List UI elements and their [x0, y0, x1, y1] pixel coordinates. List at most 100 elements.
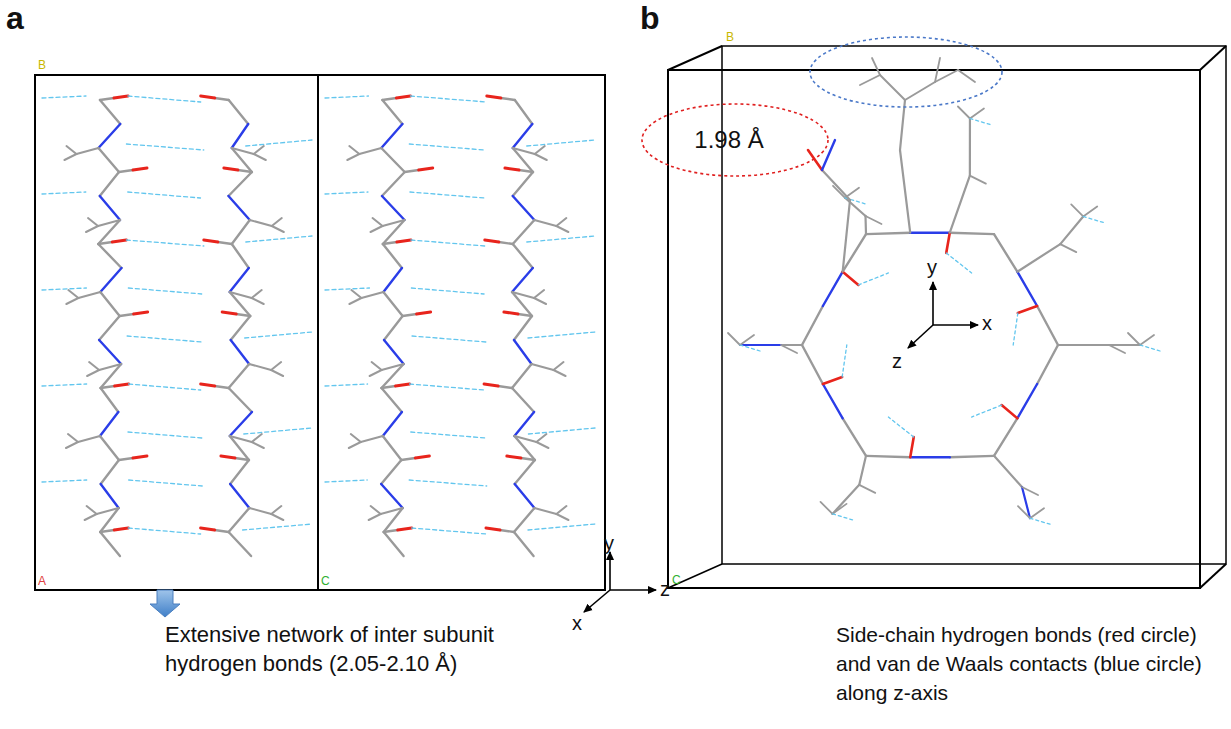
panel-letter: a: [6, 0, 24, 37]
bond-stick: [843, 200, 850, 272]
bond-stick: [228, 172, 251, 196]
bond-stick: [231, 316, 251, 340]
bond-stick: [950, 176, 970, 233]
hbond-circle: 1.98 Å: [640, 102, 830, 178]
bond-stick: [833, 504, 847, 514]
bond-stick: [78, 292, 100, 298]
hydrogen-bond: [129, 384, 201, 390]
axis-label: z: [892, 350, 902, 373]
bond-stick: [238, 170, 252, 172]
bond-stick: [369, 514, 381, 520]
bond-stick: [215, 386, 229, 388]
bond-stick: [384, 530, 398, 532]
bond-stick: [1140, 335, 1154, 345]
bond-stick: [272, 226, 284, 232]
bond-stick: [843, 418, 866, 456]
bond-stick: [866, 216, 882, 224]
bond-stick: [252, 298, 264, 304]
bond-stick: [383, 268, 402, 292]
bond-stick: [515, 460, 535, 484]
bond-stick: [1017, 244, 1060, 272]
hydrogen-bond: [412, 528, 486, 534]
bond-stick: [513, 244, 533, 268]
bond-stick: [1037, 306, 1058, 345]
caption-note: Extensive network of inter subunit hydro…: [165, 620, 585, 678]
bond-stick: [133, 456, 147, 458]
bond-stick: [514, 436, 536, 442]
bond-stick: [224, 168, 238, 170]
bond-stick: [359, 148, 381, 154]
bond-stick: [382, 388, 402, 412]
bond-stick: [100, 196, 120, 220]
bond-stick: [1071, 204, 1083, 216]
bond-stick: [994, 456, 1022, 487]
bond-stick: [134, 312, 148, 314]
hydrogen-bond: [412, 336, 486, 342]
bond-stick: [1060, 216, 1083, 244]
bond-stick: [498, 386, 512, 388]
bond-stick: [487, 96, 501, 98]
bond-stick: [230, 436, 252, 442]
hydrogen-bond: [740, 345, 760, 351]
bond-stick: [382, 196, 405, 220]
bond-stick: [823, 272, 843, 306]
bond-stick: [872, 58, 880, 75]
bond-stick: [381, 508, 403, 514]
bond-stick: [398, 528, 412, 530]
bond-stick: [822, 140, 835, 170]
bond-stick: [512, 268, 533, 292]
bond-stick: [514, 532, 534, 556]
hydrogen-bond: [126, 144, 203, 150]
bond-stick: [833, 485, 860, 514]
bond-stick: [969, 118, 971, 175]
bond-stick: [383, 242, 397, 244]
hydrogen-bond: [528, 332, 595, 338]
bond-stick: [397, 240, 411, 242]
bond-stick: [958, 70, 975, 82]
bond-stick: [808, 150, 822, 170]
bond-stick: [370, 370, 382, 376]
bond-stick: [201, 96, 215, 98]
bond-stick: [252, 290, 262, 298]
bond-stick: [215, 98, 229, 100]
hydrogen-bond: [246, 140, 312, 146]
bond-stick: [351, 434, 361, 442]
hydrogen-bond: [42, 384, 87, 386]
axis-label: z: [660, 578, 670, 601]
hydrogen-bond: [325, 192, 368, 194]
hydrogen-bond: [128, 288, 201, 294]
bond-stick: [383, 436, 402, 460]
bond-stick: [254, 154, 266, 160]
hydrogen-bond: [409, 144, 484, 150]
vdw-circle: [810, 37, 1002, 107]
bond-stick: [556, 218, 566, 226]
cell-divider: [317, 75, 319, 590]
bond-stick: [361, 292, 383, 298]
bond-stick: [415, 456, 429, 458]
bond-stick: [87, 370, 99, 376]
bond-stick: [970, 176, 986, 184]
bond-distance: 1.98 Å: [694, 126, 763, 154]
bond-stick: [484, 384, 498, 386]
bond-stick: [910, 456, 950, 458]
bond-stick: [946, 233, 950, 253]
bond-stick: [781, 345, 797, 353]
axis-triad: [908, 282, 978, 348]
bond-stick: [499, 242, 513, 244]
bond-stick: [232, 244, 249, 268]
bond-stick: [66, 442, 78, 448]
bond-stick: [534, 220, 556, 226]
bond-stick: [514, 316, 532, 340]
bond-stick: [68, 434, 78, 442]
hydrogen-bond: [410, 96, 486, 102]
bond-stick: [513, 148, 535, 154]
bond-stick: [221, 456, 235, 458]
bond-stick: [218, 242, 232, 244]
bond-stick: [1058, 344, 1109, 346]
axis-label: y: [927, 256, 937, 279]
bond-stick: [513, 124, 533, 148]
bond-stick: [859, 456, 866, 485]
hydrogen-bond: [833, 514, 853, 520]
hydrogen-bond: [528, 524, 595, 530]
bond-stick: [401, 458, 415, 460]
